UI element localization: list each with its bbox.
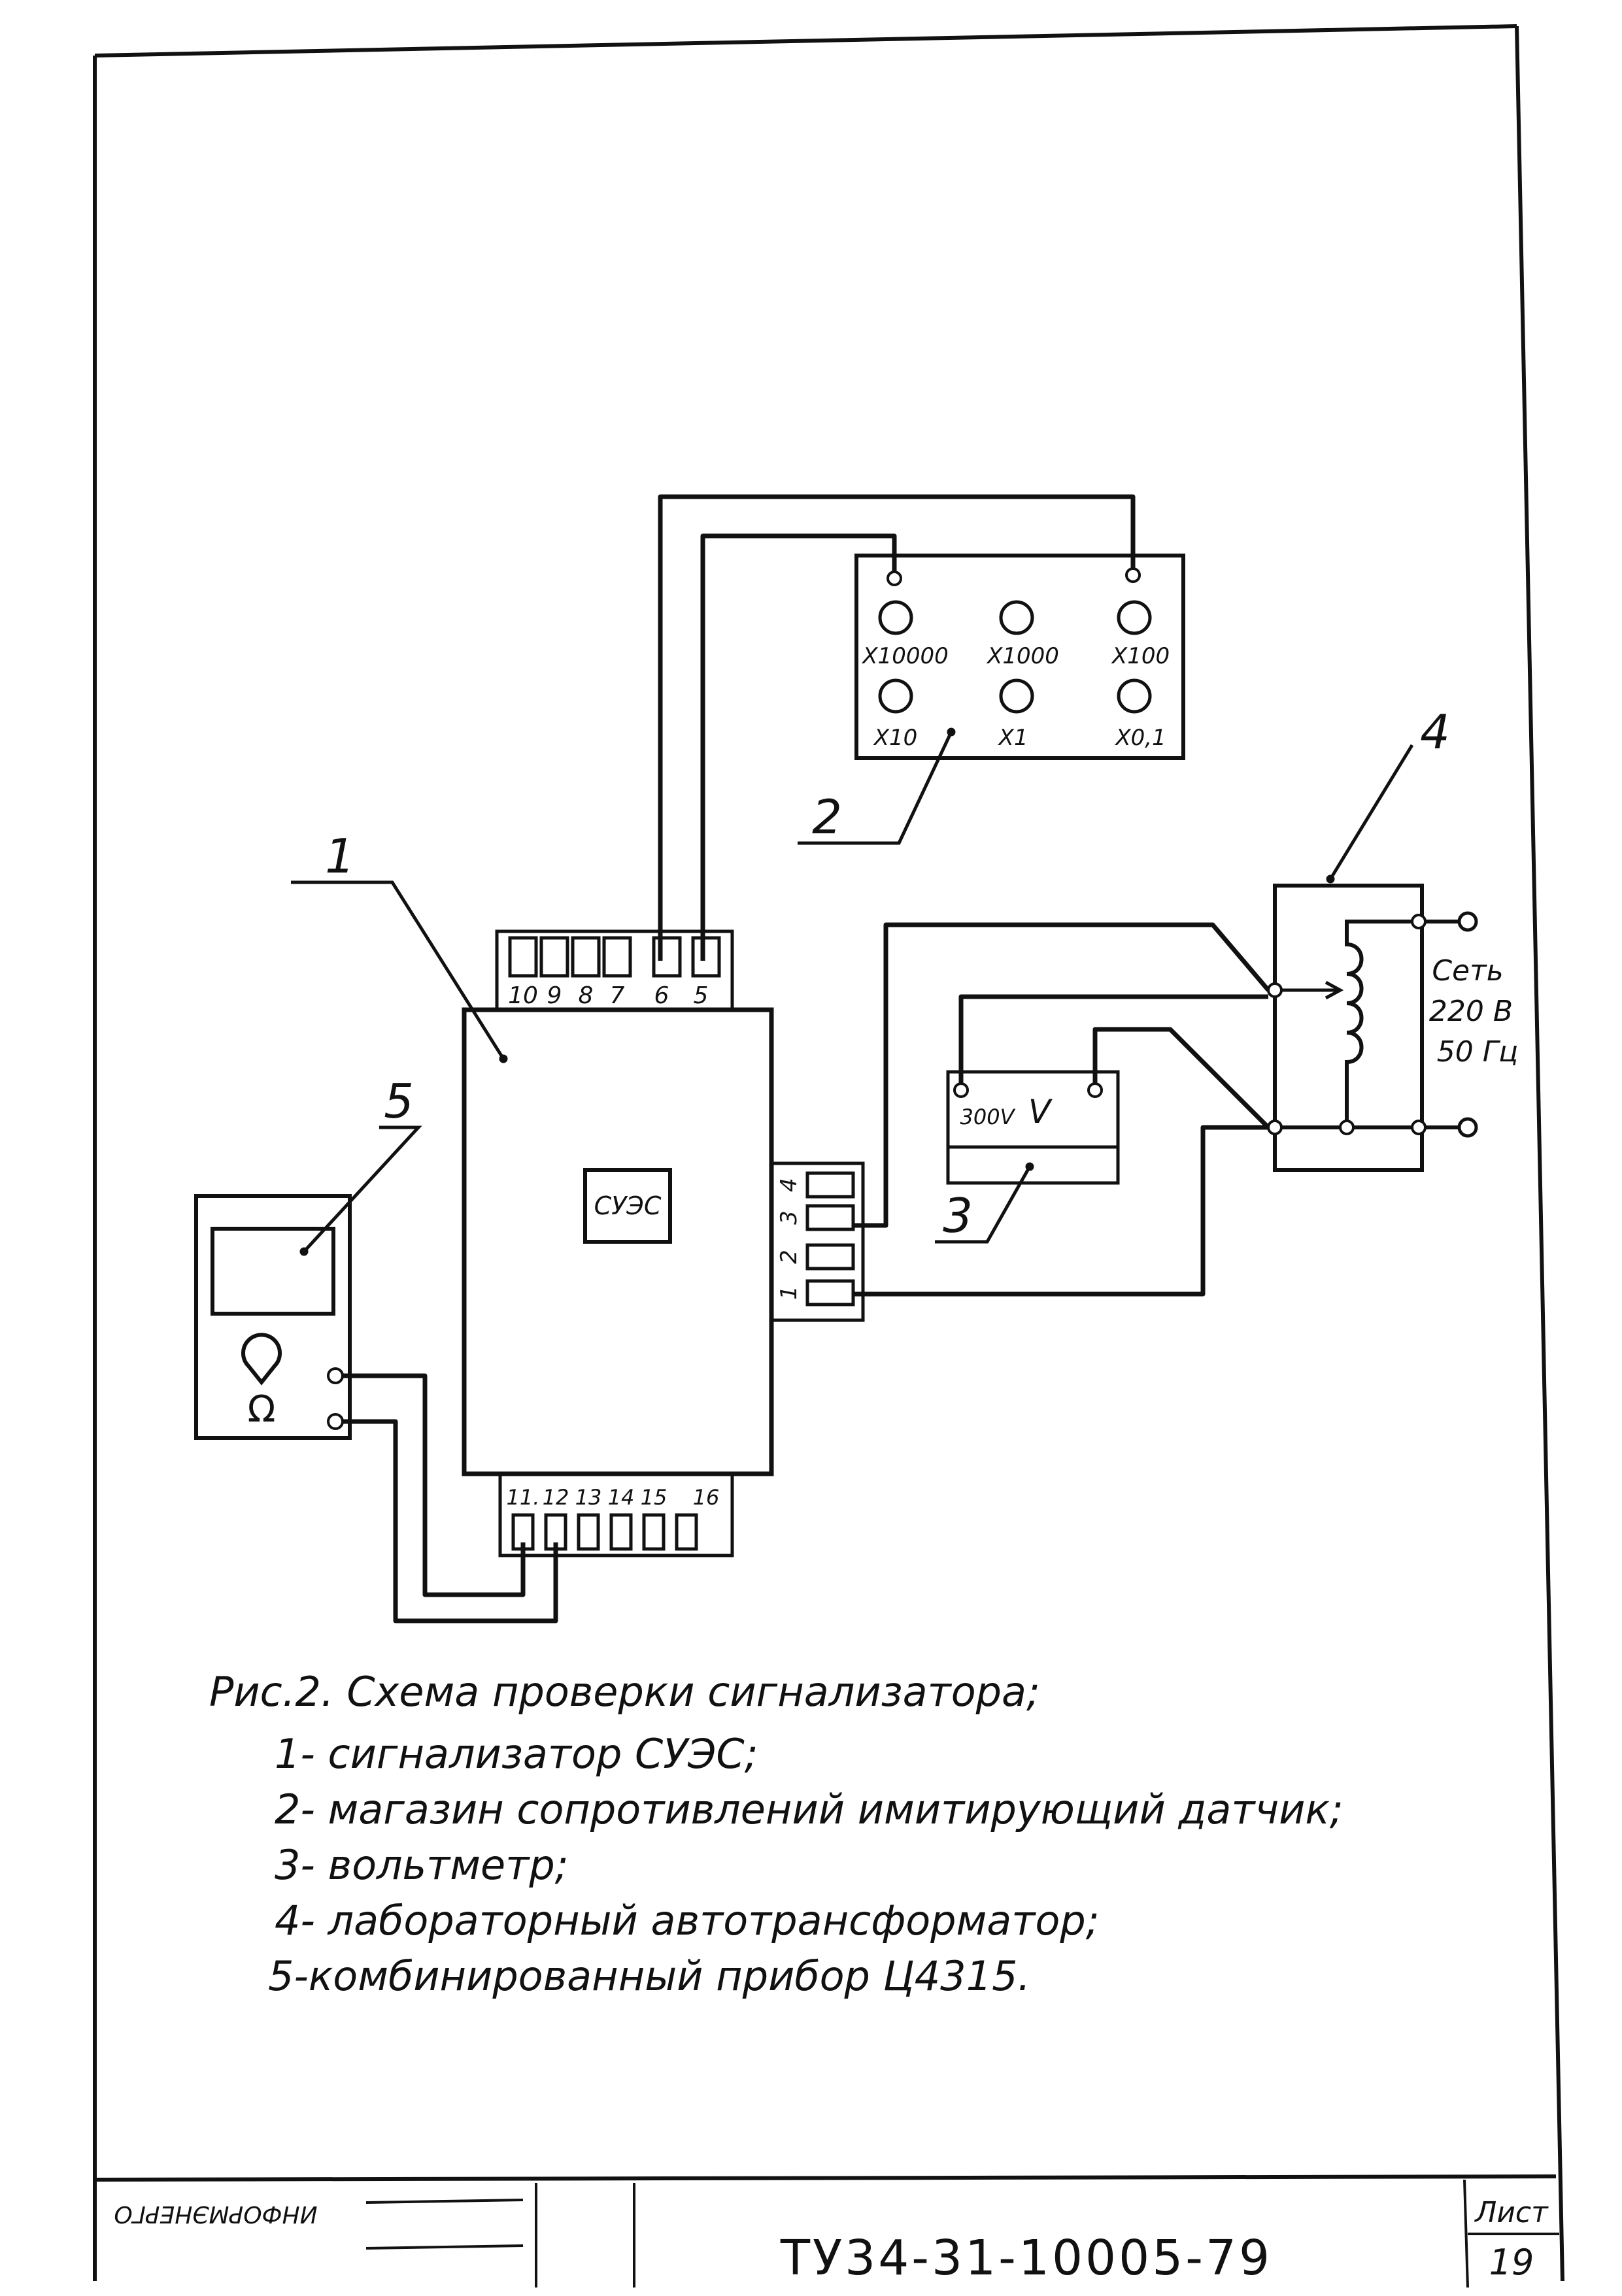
callout-5: 5 xyxy=(384,1074,414,1129)
knob-x10000 xyxy=(878,600,913,635)
resistance-box-terminals xyxy=(887,567,1141,586)
top-connector-pin-labels: 10 9 8 7 6 5 xyxy=(508,982,708,1009)
wire-pin3-to-wiper xyxy=(853,922,1270,1228)
wire-pin11-to-multimeter xyxy=(343,1373,526,1597)
pin-label-16: 16 xyxy=(693,1485,720,1510)
device-1-label: СУЭС xyxy=(594,1191,662,1220)
resistance-box-multipliers: X10000 X1000 X100 X10 X1 X0,1 xyxy=(861,643,1170,751)
mains-voltage: 220 В xyxy=(1429,995,1513,1028)
pin-label-4: 4 xyxy=(776,1178,802,1192)
sheet-label: Лист xyxy=(1474,2196,1549,2229)
pin-label-9: 9 xyxy=(547,982,562,1009)
right-connector-pin-labels: 4 3 2 1 xyxy=(776,1178,802,1300)
mains-terminals xyxy=(1457,911,1478,1138)
multimeter-terminals xyxy=(327,1367,344,1430)
multiplier-x10000: X10000 xyxy=(861,643,948,669)
mains-frequency: 50 Гц xyxy=(1437,1035,1518,1069)
autotransformer-terminals xyxy=(1267,914,1427,1135)
pin-label-12: 12 xyxy=(543,1485,569,1510)
mains-label-group: Сеть 220 В 50 Гц xyxy=(1429,954,1518,1069)
wires xyxy=(343,494,1270,1623)
voltmeter-symbol: V xyxy=(1028,1093,1053,1131)
pin-label-5: 5 xyxy=(694,982,709,1009)
wire-pin6-to-box xyxy=(658,494,1136,961)
pin-label-10: 10 xyxy=(508,982,538,1009)
device-4-autotransformer xyxy=(1273,884,1424,1172)
callout-4: 4 xyxy=(1420,705,1450,759)
wire-voltmeter-to-wiper xyxy=(958,994,1268,1084)
pin-label-15: 15 xyxy=(641,1485,667,1510)
callout-leaders xyxy=(291,727,1414,1256)
caption-item-1: 1- сигнализатор СУЭС; xyxy=(275,1730,758,1778)
voltmeter-range: 300V xyxy=(960,1105,1016,1129)
callout-2: 2 xyxy=(812,790,842,844)
bottom-connector-pin-labels: 11. 12 13 14 15 16 xyxy=(507,1485,720,1510)
stamp-text: ИНФОРМЭНЕРГО xyxy=(114,2201,317,2227)
page-frame xyxy=(93,24,1564,2282)
pin-label-1: 1 xyxy=(776,1286,802,1300)
multimeter-ohm-symbol: Ω xyxy=(248,1388,276,1431)
wire-pin12-to-multimeter xyxy=(343,1419,558,1623)
caption-item-5: 5-комбинированный прибор Ц4315. xyxy=(268,1952,1030,2000)
autotransformer-winding xyxy=(1345,920,1419,1127)
wire-pin1-to-common xyxy=(853,1125,1268,1297)
wire-voltmeter-to-common xyxy=(1092,1027,1270,1129)
sheet-number: 19 xyxy=(1489,2242,1534,2283)
title-block xyxy=(365,2179,1559,2288)
autotransformer-wiper-arrow xyxy=(1275,980,1344,1000)
caption-item-3: 3- вольтметр; xyxy=(275,1841,569,1889)
device-2-resistance-box xyxy=(854,554,1185,760)
multiplier-x10: X10 xyxy=(873,725,918,751)
knob-x0-1 xyxy=(1117,678,1152,714)
wire-pin5-to-box xyxy=(700,533,897,961)
top-connector xyxy=(495,929,734,1012)
pin-label-13: 13 xyxy=(575,1485,602,1510)
callout-1: 1 xyxy=(325,829,355,884)
callout-numbers: 1 2 3 4 5 xyxy=(325,705,1450,1243)
figure-caption: Рис.2. Схема проверки сигнализатора; 1- … xyxy=(209,1668,1343,2000)
caption-title: Рис.2. Схема проверки сигнализатора; xyxy=(209,1668,1040,1716)
right-connector xyxy=(769,1161,865,1322)
document-code: ТУ34-31-10005-79 xyxy=(780,2230,1272,2286)
pin-label-11: 11. xyxy=(507,1485,540,1510)
knob-x1 xyxy=(999,678,1034,714)
multiplier-x0-1: X0,1 xyxy=(1114,725,1166,751)
bottom-connector xyxy=(498,1472,734,1557)
multiplier-x1000: X1000 xyxy=(986,643,1059,669)
knob-x1000 xyxy=(999,600,1034,635)
pin-label-8: 8 xyxy=(579,982,594,1009)
multiplier-x1: X1 xyxy=(998,725,1028,751)
knob-x10 xyxy=(878,678,913,714)
caption-item-2: 2- магазин сопротивлений имитирующий дат… xyxy=(275,1786,1343,1833)
pin-label-14: 14 xyxy=(608,1485,635,1510)
pin-label-3: 3 xyxy=(776,1210,802,1225)
pin-label-7: 7 xyxy=(610,982,625,1009)
caption-item-4: 4- лабораторный автотрансформатор; xyxy=(275,1897,1100,1944)
device-3-voltmeter xyxy=(946,1070,1120,1185)
mains-label: Сеть xyxy=(1432,954,1503,988)
pin-label-6: 6 xyxy=(654,982,669,1009)
resistance-box-knobs xyxy=(878,600,1152,714)
multiplier-x100: X100 xyxy=(1111,643,1170,669)
pin-label-2: 2 xyxy=(776,1250,802,1264)
callout-3: 3 xyxy=(943,1188,973,1243)
device-1-label-box xyxy=(583,1168,672,1244)
knob-x100 xyxy=(1117,600,1152,635)
device-5-multimeter xyxy=(194,1194,352,1440)
